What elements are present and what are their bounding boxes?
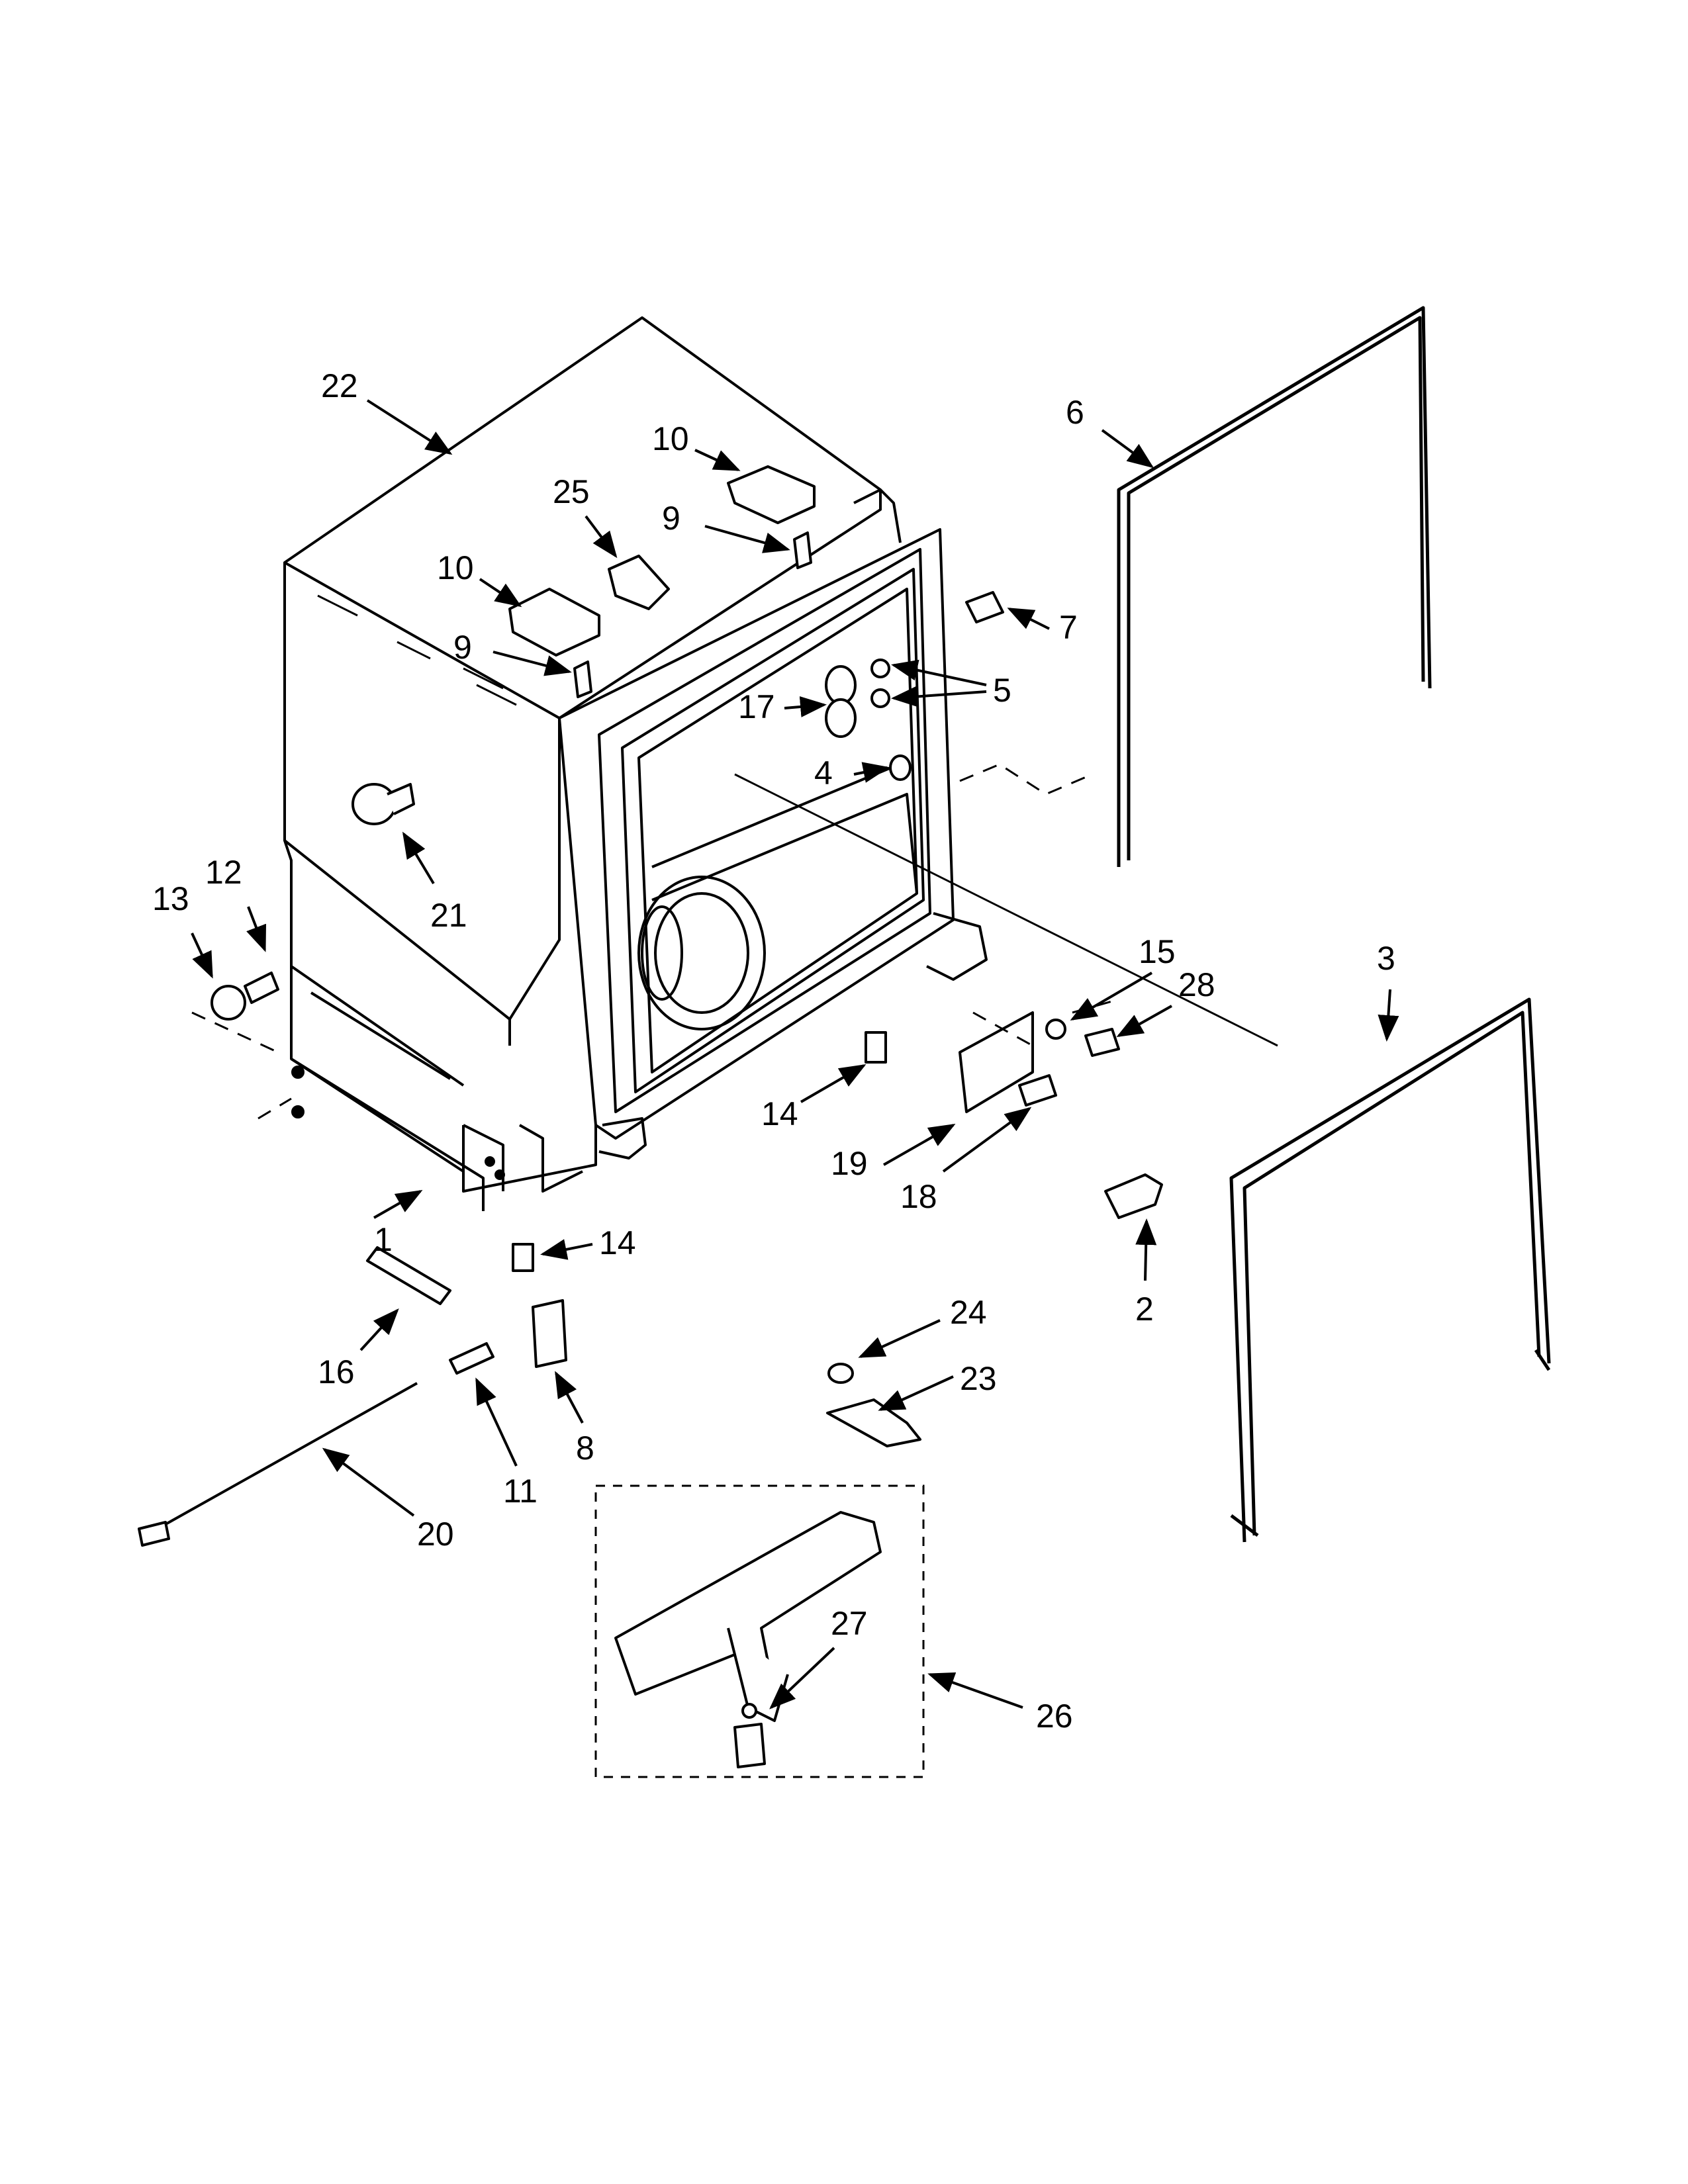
bracket-23 [826,1398,921,1447]
switch-27 [733,1723,766,1768]
gaskets [1117,306,1551,1543]
bracket-19 [959,1011,1034,1113]
callout-6: 6 [1066,394,1084,431]
callout-9-upper: 9 [662,500,680,537]
washer-5-b [870,688,890,708]
screw-9-lower [573,660,592,698]
callout-1: 1 [374,1221,393,1258]
roller-17-a [825,665,857,705]
screw-9-upper [793,531,812,569]
clip-25 [608,555,670,610]
small-parts [138,465,1163,1547]
solid-reference-lines [734,773,1278,1047]
tub-assembly [283,316,988,1211]
gasket-3 [1229,997,1551,1543]
callout-25: 25 [553,473,590,510]
callout-labels: 22 10 25 9 10 9 6 7 5 17 4 21 12 13 15 2… [152,367,1395,1735]
callout-8: 8 [576,1430,594,1467]
leader-lines [191,399,1399,1709]
washer-5-a [870,659,890,678]
callout-11: 11 [503,1473,538,1510]
callout-2: 2 [1135,1291,1154,1328]
callout-15: 15 [1139,933,1176,970]
callout-18: 18 [900,1178,937,1215]
callout-21: 21 [430,897,467,934]
callout-27: 27 [831,1605,868,1642]
foot-14-lower [512,1243,534,1272]
callout-17: 17 [738,688,775,725]
foot-13 [211,985,246,1021]
clip-2 [1104,1173,1163,1219]
callout-7: 7 [1059,609,1078,646]
screw-7 [965,591,1004,623]
callout-16: 16 [318,1353,355,1390]
callout-23: 23 [960,1360,997,1397]
gasket-6 [1117,306,1432,867]
callout-26: 26 [1036,1698,1073,1735]
callout-14-lower: 14 [599,1224,636,1261]
roller-8 [532,1299,567,1368]
cable-20 [145,1382,418,1537]
callout-19: 19 [831,1145,868,1182]
callout-28: 28 [1178,966,1215,1003]
screw-28 [1084,1028,1120,1057]
bracket-10-upper [727,465,816,524]
screw-11 [449,1342,494,1375]
foot-14-upper [865,1031,887,1064]
subassembly-26-box [594,1484,925,1778]
callout-14-upper: 14 [761,1095,798,1132]
roller-17-b [825,698,857,738]
callout-22: 22 [321,367,358,404]
screw-12 [244,972,279,1004]
bracket-10-lower [508,588,600,657]
washer-15 [1045,1019,1066,1040]
callout-9-lower: 9 [453,629,472,666]
callout-10-upper: 10 [652,420,689,457]
spring-16 [366,1246,451,1305]
nut-4 [889,754,912,781]
callout-4: 4 [814,754,833,792]
callout-10-lower: 10 [437,549,474,586]
callout-12: 12 [205,854,242,891]
callout-24: 24 [950,1294,987,1331]
sensor-24 [827,1363,854,1384]
callout-3: 3 [1377,940,1395,977]
screw-18 [1018,1074,1057,1107]
callout-5: 5 [993,672,1011,709]
callout-20: 20 [417,1516,454,1553]
callout-13: 13 [152,880,189,917]
plug-21 [352,783,397,825]
